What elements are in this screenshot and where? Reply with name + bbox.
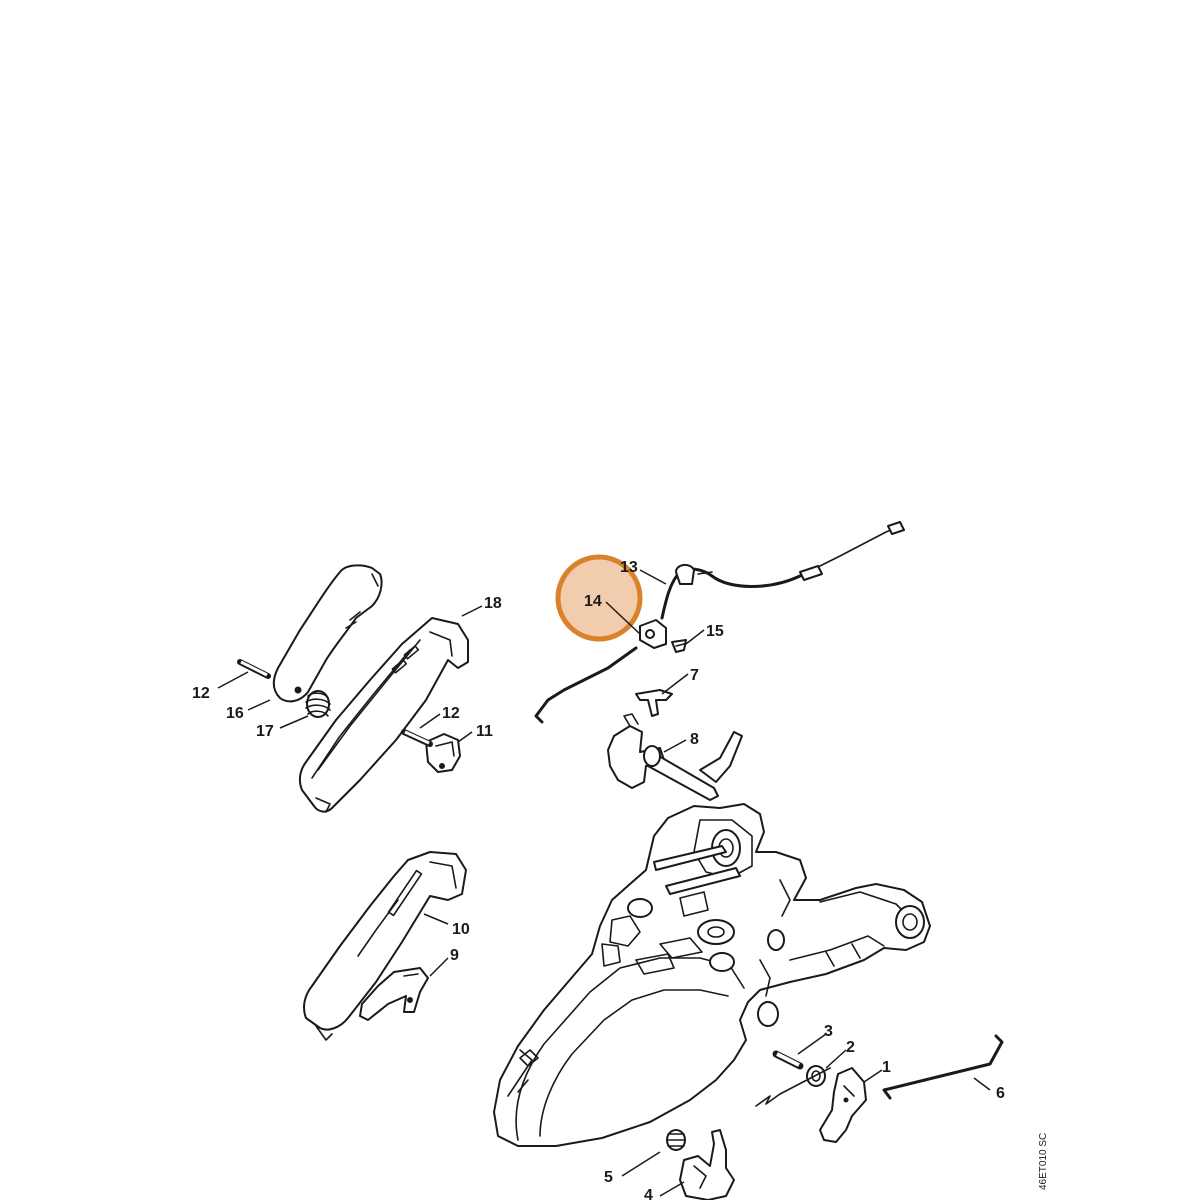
spring-part-5[interactable] (666, 1129, 686, 1151)
highlight-circle (555, 554, 643, 642)
drawing-code: 46ET010 SC (1038, 1133, 1049, 1190)
callout-15[interactable]: 15 (706, 623, 724, 640)
screw-part-15[interactable] (671, 639, 687, 653)
callout-4[interactable]: 4 (644, 1187, 653, 1200)
callout-5[interactable]: 5 (604, 1169, 613, 1186)
callout-12-lower[interactable]: 12 (442, 705, 460, 722)
rear-handle-molding[interactable] (298, 617, 469, 813)
leader-lines (217, 569, 991, 1197)
pin-part-12-lower[interactable] (401, 729, 433, 747)
spring-part-17[interactable] (305, 690, 331, 718)
clip-part-7[interactable] (635, 689, 673, 717)
throttle-cable-part-13[interactable] (660, 521, 905, 620)
trigger-interlock-part-9[interactable] (359, 967, 429, 1021)
throttle-shaft-part-8[interactable] (607, 713, 743, 801)
callout-10[interactable]: 10 (452, 921, 470, 938)
callout-9[interactable]: 9 (450, 947, 459, 964)
callout-2[interactable]: 2 (846, 1039, 855, 1056)
rod-part-6[interactable] (882, 1034, 1004, 1100)
throttle-trigger-part-1[interactable] (819, 1067, 867, 1143)
cable-retainer-part-14[interactable] (639, 619, 667, 649)
callout-7[interactable]: 7 (690, 667, 699, 684)
callout-8[interactable]: 8 (690, 731, 699, 748)
pin-part-3[interactable] (772, 1050, 804, 1070)
lever-part-4[interactable] (679, 1129, 735, 1200)
callout-6[interactable]: 6 (996, 1085, 1005, 1102)
callout-16[interactable]: 16 (226, 705, 244, 722)
callout-12-upper[interactable]: 12 (192, 685, 210, 702)
throttle-rod[interactable] (534, 646, 638, 724)
rear-handle-cover-top[interactable] (272, 564, 383, 703)
callout-13[interactable]: 13 (620, 559, 638, 576)
callout-18[interactable]: 18 (484, 595, 502, 612)
callout-3[interactable]: 3 (824, 1023, 833, 1040)
callout-labels: 14 13 15 7 8 18 12 16 17 12 11 10 9 3 2 … (192, 559, 1005, 1200)
callout-11[interactable]: 11 (476, 723, 493, 740)
callout-14[interactable]: 14 (584, 593, 602, 610)
callout-1[interactable]: 1 (882, 1059, 891, 1076)
trigger-axis-line (755, 1067, 831, 1107)
pin-part-12-upper[interactable] (237, 659, 271, 679)
crankcase-housing[interactable] (493, 803, 931, 1147)
callout-17[interactable]: 17 (256, 723, 274, 740)
handle-molding-part-10[interactable] (303, 851, 467, 1041)
interlock-part-11[interactable] (425, 733, 461, 773)
